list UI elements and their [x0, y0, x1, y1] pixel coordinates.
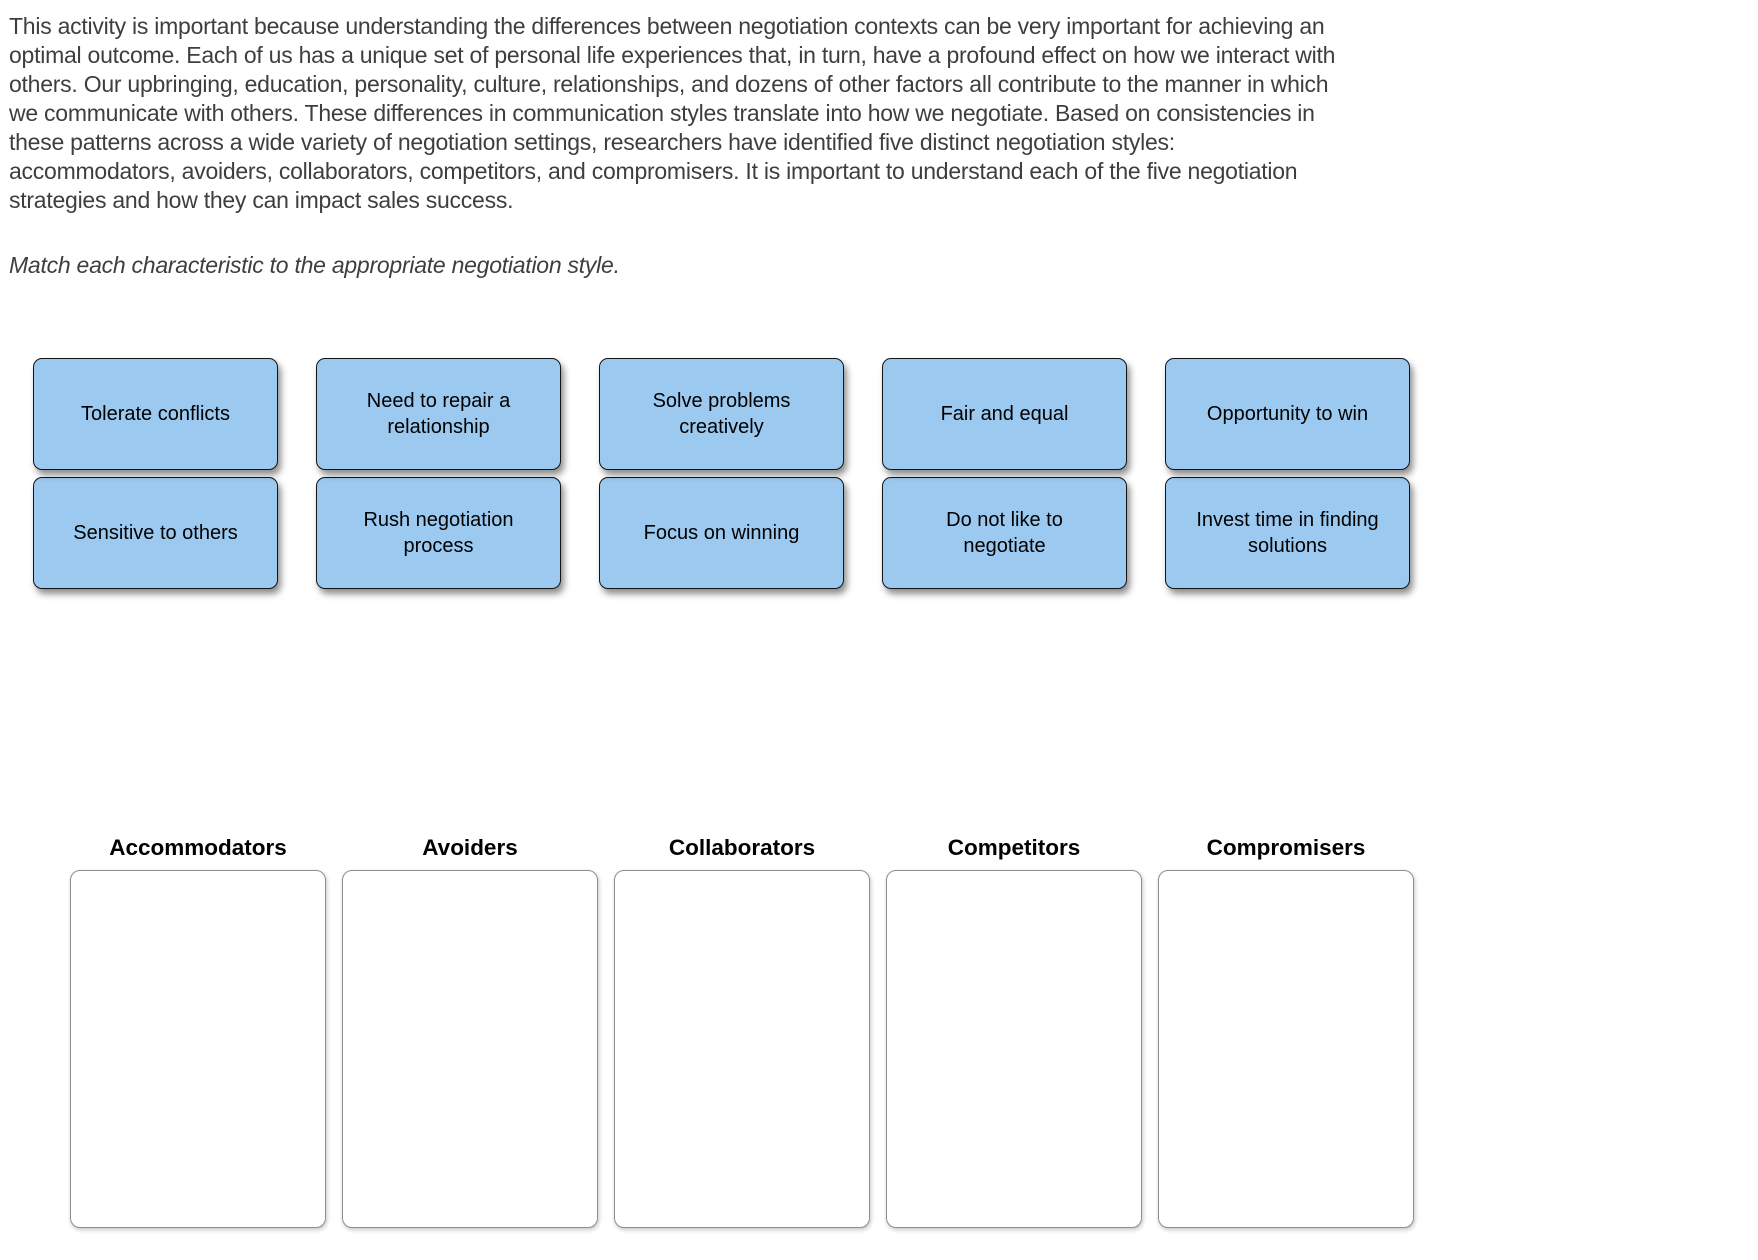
- dropzone-collaborators[interactable]: [614, 870, 870, 1228]
- card-sensitive-to-others[interactable]: Sensitive to others: [33, 477, 278, 589]
- card-solve-problems-creatively[interactable]: Solve problems creatively: [599, 358, 844, 470]
- zone-label-competitors: Competitors: [947, 835, 1081, 860]
- dropzone-avoiders[interactable]: [342, 870, 598, 1228]
- intro-line: optimal outcome. Each of us has a unique…: [9, 42, 1336, 68]
- zone-collaborators: Collaborators: [614, 835, 870, 1228]
- intro-line: we communicate with others. These differ…: [9, 100, 1315, 126]
- instruction-text: Match each characteristic to the appropr…: [9, 252, 620, 278]
- intro-line: This activity is important because under…: [9, 13, 1325, 39]
- card-tolerate-conflicts[interactable]: Tolerate conflicts: [33, 358, 278, 470]
- zone-competitors: Competitors: [886, 835, 1142, 1228]
- dropzone-accommodators[interactable]: [70, 870, 326, 1228]
- cards-grid: Tolerate conflicts Need to repair a rela…: [33, 358, 1410, 589]
- zone-label-compromisers: Compromisers: [1206, 835, 1366, 860]
- zone-label-avoiders: Avoiders: [422, 835, 518, 860]
- dropzone-competitors[interactable]: [886, 870, 1142, 1228]
- drop-zones: Accommodators Avoiders Collaborators Com…: [70, 835, 1414, 1228]
- intro-line: others. Our upbringing, education, perso…: [9, 71, 1329, 97]
- zone-label-accommodators: Accommodators: [109, 835, 287, 860]
- card-rush-negotiation-process[interactable]: Rush negotiation process: [316, 477, 561, 589]
- card-opportunity-to-win[interactable]: Opportunity to win: [1165, 358, 1410, 470]
- zone-avoiders: Avoiders: [342, 835, 598, 1228]
- intro-paragraph: This activity is important because under…: [9, 12, 1335, 215]
- zone-accommodators: Accommodators: [70, 835, 326, 1228]
- intro-line: these patterns across a wide variety of …: [9, 129, 1175, 155]
- zone-label-collaborators: Collaborators: [668, 835, 816, 860]
- zone-compromisers: Compromisers: [1158, 835, 1414, 1228]
- intro-line: strategies and how they can impact sales…: [9, 187, 514, 213]
- card-need-to-repair-a-relationship[interactable]: Need to repair a relationship: [316, 358, 561, 470]
- card-invest-time-in-finding-solutions[interactable]: Invest time in finding solutions: [1165, 477, 1410, 589]
- card-do-not-like-to-negotiate[interactable]: Do not like to negotiate: [882, 477, 1127, 589]
- card-fair-and-equal[interactable]: Fair and equal: [882, 358, 1127, 470]
- card-focus-on-winning[interactable]: Focus on winning: [599, 477, 844, 589]
- dropzone-compromisers[interactable]: [1158, 870, 1414, 1228]
- intro-line: accommodators, avoiders, collaborators, …: [9, 158, 1298, 184]
